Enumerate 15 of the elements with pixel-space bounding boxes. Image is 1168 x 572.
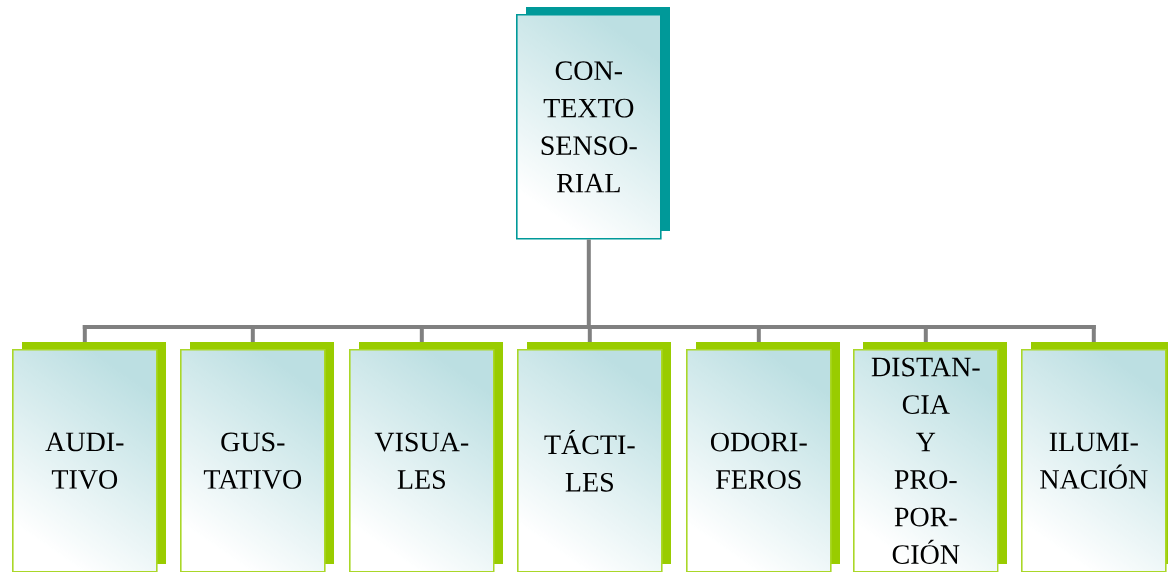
connector-line <box>923 325 928 342</box>
connector-line <box>82 325 87 342</box>
connector-line <box>587 325 592 342</box>
category-box: TÁCTI- LES <box>517 342 671 572</box>
category-box: DISTAN- CIA Y PRO- POR- CIÓN <box>853 342 1007 572</box>
category-box: AUDI- TIVO <box>12 342 166 572</box>
category-box: ILUMI- NACIÓN <box>1021 342 1168 572</box>
connector-line <box>1091 325 1096 342</box>
connector-line <box>419 325 424 342</box>
category-box: ODORI- FEROS <box>686 342 840 572</box>
category-box: GUS- TATIVO <box>180 342 334 572</box>
connector-line <box>756 325 761 342</box>
category-box: CON- TEXTO SENSO- RIAL <box>516 7 670 240</box>
category-box: VISUA- LES <box>349 342 503 572</box>
connector-line <box>250 325 255 342</box>
